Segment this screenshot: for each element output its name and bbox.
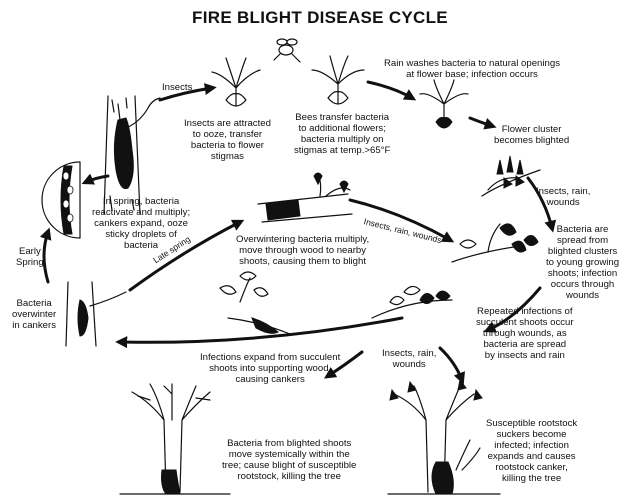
label-suckers: Susceptible rootstock suckers become inf…	[486, 418, 578, 484]
label-repeated: Repeated infections of succulent shoots …	[476, 306, 574, 361]
shoot-icon	[257, 172, 353, 223]
arrow-overwinter-to-spring	[39, 227, 52, 284]
shoot-icon	[451, 223, 539, 263]
label-insects-top: Insects	[162, 82, 193, 93]
label-rain: Rain washes bacteria to natural openings…	[384, 58, 560, 80]
arrow-to-cluster	[468, 116, 497, 130]
label-early-spring: Early Spring	[16, 246, 44, 268]
flower-icon	[311, 55, 365, 105]
bee-icon	[273, 38, 301, 63]
arrow-shoots-to-repeated	[483, 286, 542, 333]
arrow-insects-to-flower	[158, 83, 217, 102]
label-overwinter: Bacteria overwinter in cankers	[12, 298, 57, 331]
arrow-blight-to-shoots	[348, 198, 455, 243]
label-overwintering: Overwintering bacteria multiply, move th…	[236, 234, 370, 267]
label-systemic: Bacteria from blighted shoots move syste…	[222, 438, 357, 482]
arrow-repeated-to-suckers	[438, 346, 465, 385]
label-bees: Bees transfer bacteria to additional flo…	[294, 112, 391, 156]
shoot-icon	[371, 285, 453, 319]
label-ooze: Insects are attracted to ooze, transfer …	[184, 118, 271, 162]
flower-icon	[211, 57, 261, 107]
arrow-cluster-to-shoots	[526, 176, 557, 233]
cycle-arrows	[39, 80, 557, 385]
canker-bark-icon	[103, 95, 161, 215]
arrow-expand-to-systemic	[323, 350, 364, 379]
arrow-expand-to-overwinter	[115, 316, 404, 349]
canker-bark-icon	[65, 281, 127, 347]
shoot-icon	[219, 271, 291, 335]
label-insects-rain-wounds-right: Insects, rain, wounds	[536, 186, 591, 208]
flower-icon	[419, 79, 469, 129]
tree-icon	[119, 383, 231, 495]
blighted-cluster-icon	[481, 155, 541, 197]
tree-icon	[387, 378, 501, 495]
arrow-flower-to-rain	[366, 80, 417, 101]
label-reactivate: In spring, bacteria reactivate and multi…	[92, 196, 191, 251]
page-title: FIRE BLIGHT DISEASE CYCLE	[192, 8, 448, 27]
ooze-droplets-icon	[41, 161, 81, 239]
label-cluster: Flower cluster becomes blighted	[494, 124, 570, 146]
label-expand: Infections expand from succulent shoots …	[200, 352, 341, 385]
label-insects-rain-wounds-low: Insects, rain, wounds	[382, 348, 437, 370]
arrow-late-spring	[128, 219, 245, 292]
label-spread: Bacteria are spread from blighted cluste…	[546, 224, 620, 301]
